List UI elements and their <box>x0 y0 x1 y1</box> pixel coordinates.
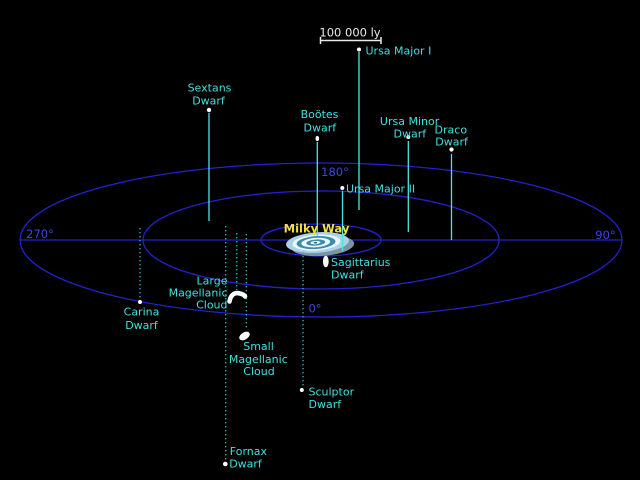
svg-text:Dwarf: Dwarf <box>229 458 263 471</box>
label-milky-way: Milky Way <box>284 222 350 236</box>
label-small-magellanic-cloud: Small Magellanic Cloud <box>229 340 288 378</box>
svg-text:Cloud: Cloud <box>196 299 227 312</box>
svg-text:Dwarf: Dwarf <box>435 136 469 149</box>
label-draco-dwarf: Draco Dwarf <box>435 123 469 148</box>
sculptor-marker <box>299 388 304 392</box>
svg-text:Cloud: Cloud <box>243 365 274 378</box>
longitude-90-label: 90° <box>595 228 615 242</box>
svg-text:Sagittarius: Sagittarius <box>331 256 391 269</box>
svg-text:Ursa Major II: Ursa Major II <box>346 183 415 196</box>
svg-text:Magellanic: Magellanic <box>229 353 288 366</box>
fornax-marker <box>223 461 228 467</box>
svg-text:Milky Way: Milky Way <box>284 222 350 236</box>
svg-text:Fornax: Fornax <box>230 445 268 458</box>
svg-text:Ursa Major I: Ursa Major I <box>366 45 432 58</box>
svg-text:Dwarf: Dwarf <box>303 122 337 135</box>
svg-text:Dwarf: Dwarf <box>331 269 365 282</box>
ursa-major-1-marker <box>357 47 361 52</box>
label-ursa-major-2: Ursa Major II <box>346 183 415 196</box>
label-large-magellanic-cloud: Large Magellanic Cloud <box>169 275 228 312</box>
galaxy-core <box>313 241 318 244</box>
below-plane-distance-lines <box>139 226 304 461</box>
svg-text:Magellanic: Magellanic <box>169 287 228 300</box>
svg-text:Carina: Carina <box>124 306 160 319</box>
svg-text:Dwarf: Dwarf <box>393 127 427 140</box>
label-bootes-dwarf: Boötes Dwarf <box>301 108 339 135</box>
sagittarius-marker <box>322 255 329 268</box>
longitude-labels: 270° 180° 90° 0° <box>26 165 616 316</box>
scale-bar-label: 100 000 ly <box>319 26 380 40</box>
svg-text:Dwarf: Dwarf <box>309 398 343 411</box>
label-ursa-major-1: Ursa Major I <box>366 45 432 58</box>
small-magellanic-marker <box>239 331 250 341</box>
scale-bar: 100 000 ly <box>319 26 382 44</box>
svg-text:Large: Large <box>197 275 228 288</box>
draco-marker <box>449 147 454 152</box>
svg-text:Sculptor: Sculptor <box>309 386 355 399</box>
ursa-major-2-marker <box>340 186 345 190</box>
label-ursa-minor-dwarf: Ursa Minor Dwarf <box>380 115 440 140</box>
svg-text:Small: Small <box>243 340 274 353</box>
svg-text:Sextans: Sextans <box>188 82 232 95</box>
carina-marker <box>138 300 142 304</box>
ursa-minor-marker <box>406 135 411 139</box>
longitude-0-label: 0° <box>308 302 321 316</box>
label-sagittarius-dwarf: Sagittarius Dwarf <box>331 256 391 282</box>
sextans-marker <box>206 107 212 113</box>
above-plane-distance-lines <box>208 52 453 251</box>
svg-text:Boötes: Boötes <box>301 108 339 121</box>
bootes-marker <box>315 135 320 142</box>
object-labels: Sextans Dwarf Boötes Dwarf Ursa Major I … <box>124 45 469 471</box>
svg-text:Dwarf: Dwarf <box>125 319 159 332</box>
svg-text:Ursa Minor: Ursa Minor <box>380 115 440 128</box>
milky-way-galaxy-icon <box>286 231 355 257</box>
label-fornax-dwarf: Fornax Dwarf <box>229 445 267 471</box>
label-carina-dwarf: Carina Dwarf <box>124 306 160 333</box>
label-sextans-dwarf: Sextans Dwarf <box>188 82 232 108</box>
longitude-270-label: 270° <box>26 227 54 241</box>
svg-text:Draco: Draco <box>435 123 468 136</box>
label-sculptor-dwarf: Sculptor Dwarf <box>309 386 355 412</box>
svg-text:Dwarf: Dwarf <box>192 95 226 108</box>
longitude-180-label: 180° <box>321 165 349 179</box>
large-magellanic-marker <box>227 290 248 304</box>
object-markers <box>138 47 454 467</box>
